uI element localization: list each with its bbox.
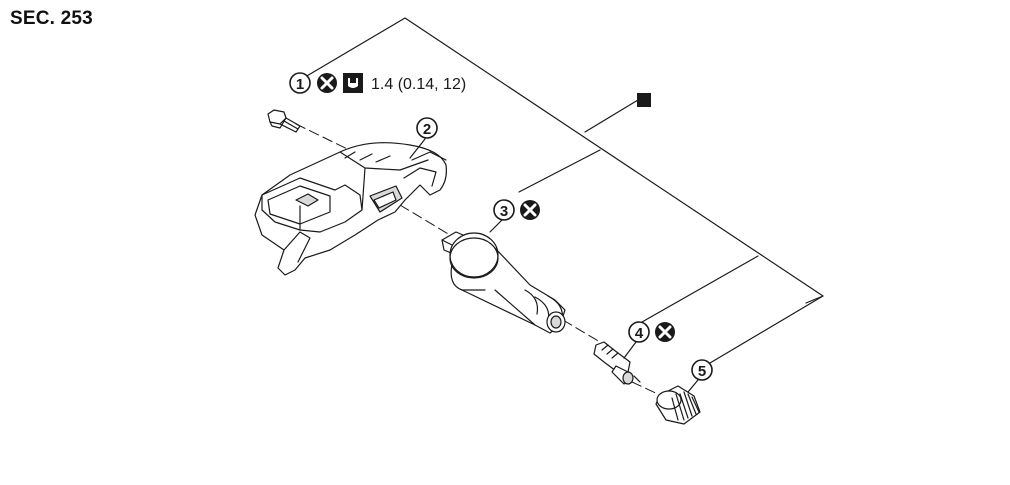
callout-2: 2	[409, 117, 438, 159]
callout-5-number: 5	[698, 363, 706, 380]
callout-4: 4	[623, 321, 675, 359]
part-valve-cap	[655, 385, 701, 425]
replace-x-icon	[655, 322, 675, 342]
torque-value: 1.4 (0.14, 12)	[371, 76, 466, 93]
callout-3: 3	[489, 199, 540, 233]
callout-1: 1 1.4 (0.14, 12)	[289, 72, 466, 94]
callout-3-number: 3	[500, 203, 508, 220]
callout-4-number: 4	[635, 325, 644, 342]
section-title: SEC. 253	[10, 8, 93, 29]
filled-square-icon	[637, 93, 651, 107]
callout-5: 5	[687, 359, 713, 393]
callout-2-number: 2	[423, 121, 431, 138]
part-valve-core	[593, 341, 641, 385]
part-tpms-sensor	[254, 142, 447, 276]
torque-wrench-icon	[343, 73, 363, 93]
part-screw	[267, 109, 301, 133]
part-valve-stem	[441, 231, 566, 334]
leader-lines	[299, 17, 824, 364]
replace-x-icon	[520, 200, 540, 220]
replace-x-icon	[317, 73, 337, 93]
callout-1-number: 1	[296, 76, 304, 93]
